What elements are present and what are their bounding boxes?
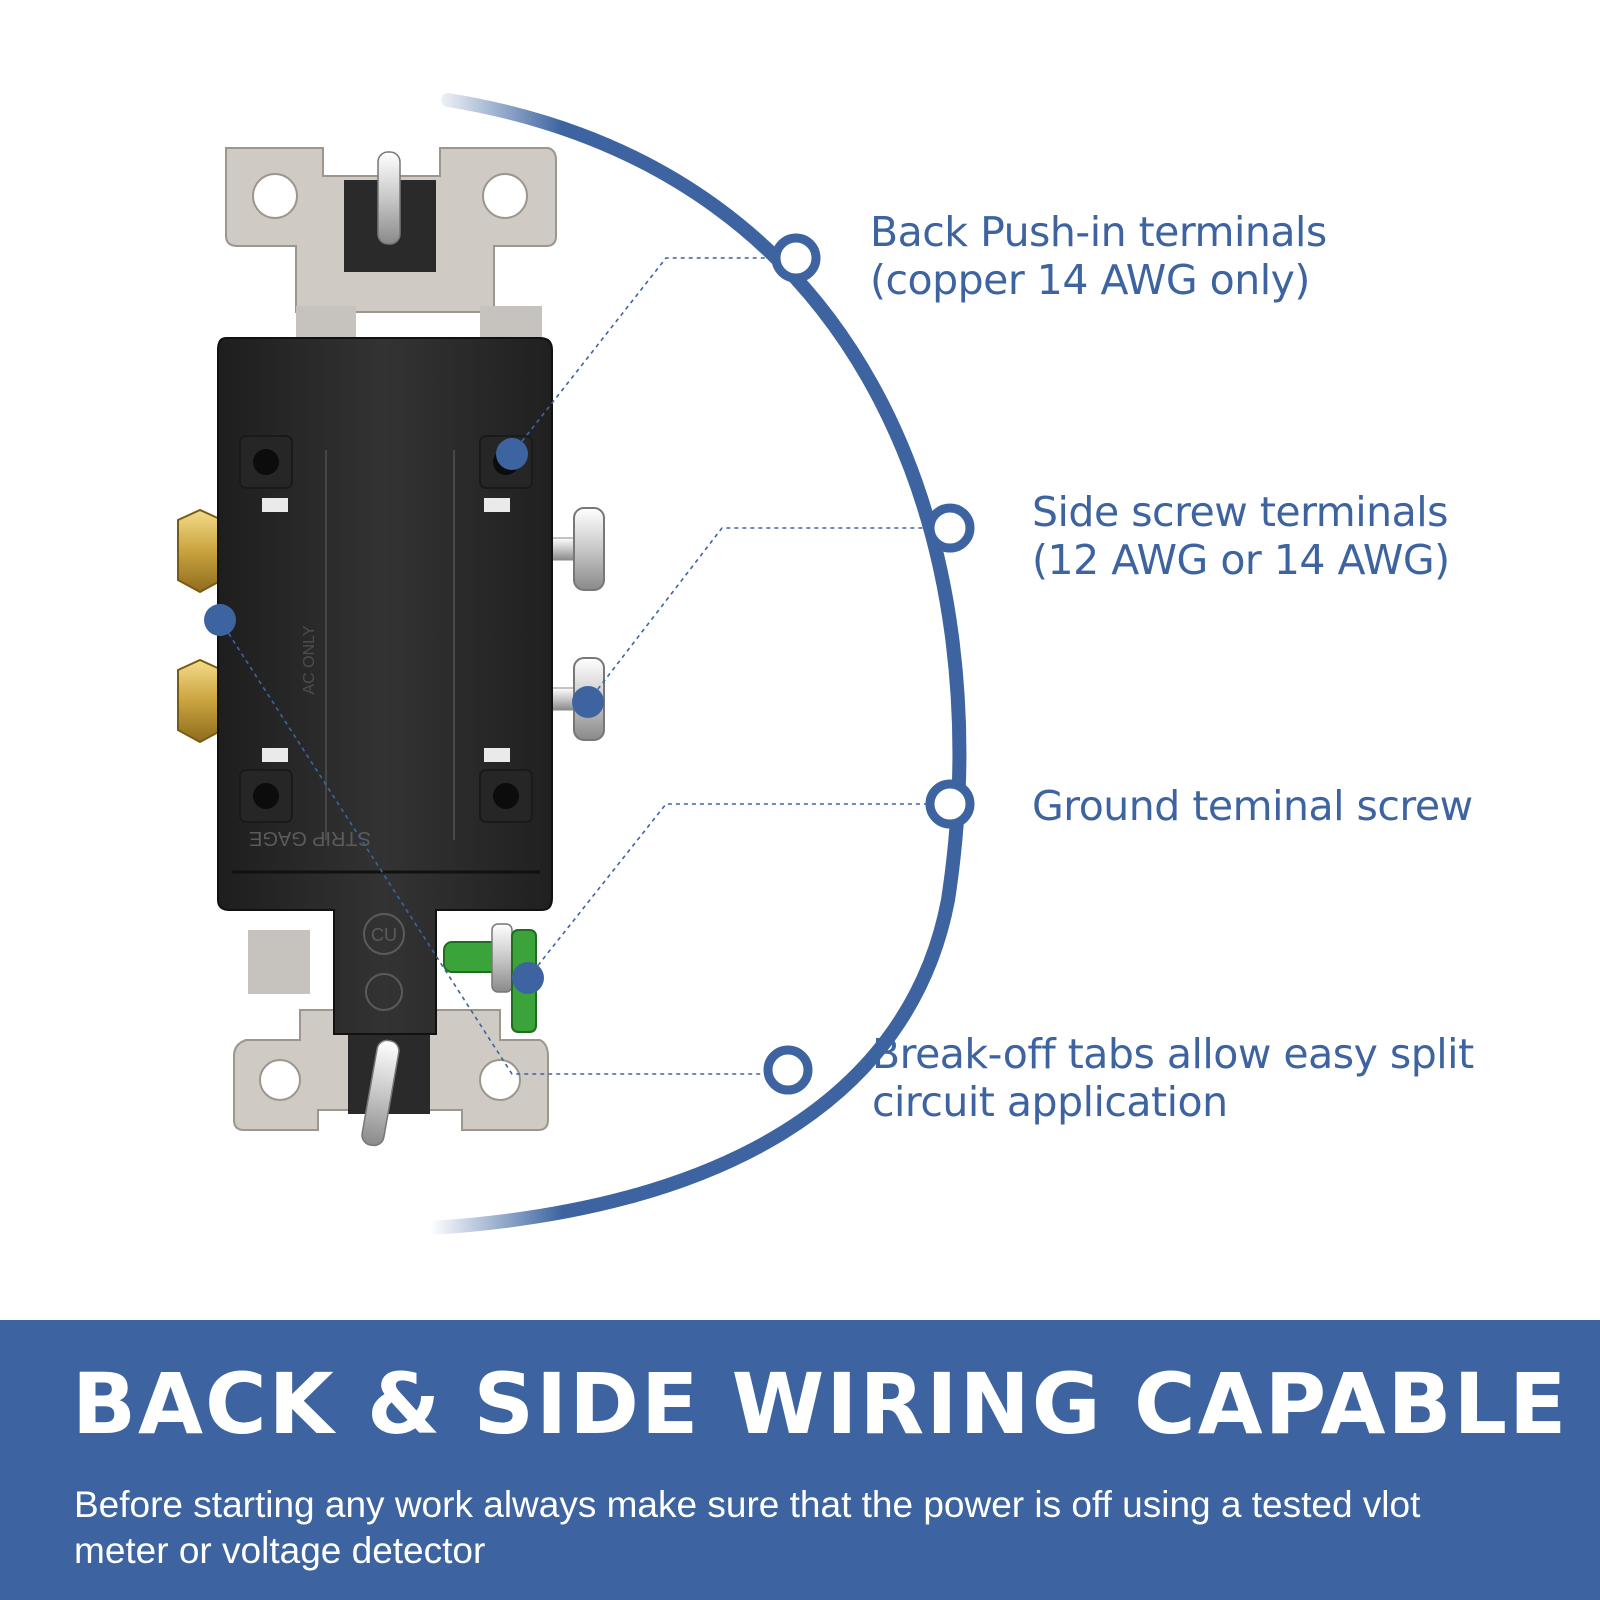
marking-ac-only: AC ONLY (301, 625, 318, 694)
dot-back-push-in (496, 438, 528, 470)
callout-line: (12 AWG or 14 AWG) (1032, 536, 1450, 584)
info-banner: BACK & SIDE WIRING CAPABLE Before starti… (0, 1320, 1600, 1600)
banner-title: BACK & SIDE WIRING CAPABLE (72, 1355, 1569, 1453)
leader-lines (219, 257, 948, 1075)
receptacle-body: STRIP GAGE CU AC ONLY (217, 337, 553, 1035)
callout-side-screw: Side screw terminals (12 AWG or 14 AWG) (1032, 488, 1450, 584)
terminal-dots (204, 438, 604, 994)
mounting-strap-bottom (233, 1009, 549, 1147)
dot-side-screw-right (572, 686, 604, 718)
ground-screw (443, 923, 537, 1033)
banner-note-line: Before starting any work always make sur… (74, 1484, 1421, 1525)
banner-note-line: meter or voltage detector (74, 1530, 486, 1571)
marker-back-push-in (771, 233, 821, 283)
mounting-strap-top (225, 147, 557, 313)
callout-line: circuit application (872, 1078, 1228, 1126)
callout-ground-screw: Ground teminal screw (1032, 782, 1473, 830)
callout-line: (copper 14 AWG only) (870, 256, 1310, 304)
callout-line: Ground teminal screw (1032, 782, 1473, 830)
wiring-diagram: STRIP GAGE CU AC ONLY (177, 93, 975, 1235)
marking-strip-gage: STRIP GAGE (249, 827, 371, 849)
marker-side-screw (925, 503, 975, 553)
banner-note: Before starting any work always make sur… (74, 1482, 1554, 1574)
callout-line: Side screw terminals (1032, 488, 1448, 536)
dot-side-screw-left (204, 604, 236, 636)
callout-break-off-tabs: Break-off tabs allow easy split circuit … (872, 1030, 1474, 1126)
callout-line: Back Push-in terminals (870, 208, 1327, 256)
dot-ground-screw (512, 962, 544, 994)
callout-back-push-in: Back Push-in terminals (copper 14 AWG on… (870, 208, 1327, 304)
svg-text:CU: CU (371, 925, 397, 945)
arc-markers (763, 233, 975, 1095)
marking-cu: CU (363, 913, 405, 955)
callout-line: Break-off tabs allow easy split (872, 1030, 1474, 1078)
marker-ground-screw (925, 779, 975, 829)
marker-break-off-tabs (763, 1045, 813, 1095)
